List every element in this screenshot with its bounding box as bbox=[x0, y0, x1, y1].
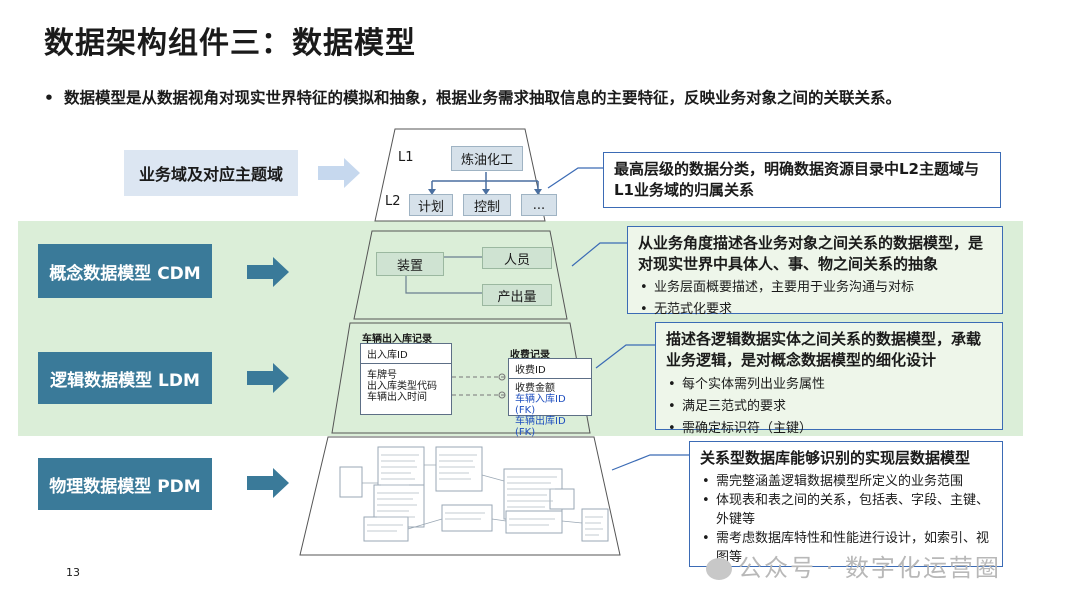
pdm-er-links bbox=[362, 464, 583, 530]
l1-node: 炼油化工 bbox=[451, 146, 523, 171]
desc-cdm-item: 无范式化要求 bbox=[640, 299, 992, 321]
desc-cdm: 从业务角度描述各业务对象之间关系的数据模型，是对现实世界中具体人、事、物之间关系… bbox=[627, 226, 1003, 321]
cdm-link bbox=[405, 275, 482, 294]
ldm-table-1-field: 车辆出入时间 bbox=[367, 392, 427, 403]
l2-node-plan: 计划 bbox=[409, 194, 453, 216]
arrow-right-icon bbox=[318, 158, 360, 188]
desc-pdm-item: 需考虑数据库特性和性能进行设计，如索引、视图等 bbox=[702, 529, 992, 567]
l1-l2-connector bbox=[431, 172, 539, 189]
arrow-right-icon bbox=[247, 468, 289, 498]
desc-cdm-item: 业务层面概要描述，主要用于业务沟通与对标 bbox=[640, 277, 992, 299]
ldm-table-2: 收费ID 收费金额 车辆入库ID (FK) 车辆出库ID (FK) bbox=[508, 358, 592, 438]
ldm-table-2-fk: 车辆入库ID (FK) bbox=[515, 394, 566, 416]
layer-ldm: 逻辑数据模型 LDM bbox=[38, 352, 212, 404]
arrow-right-icon bbox=[247, 257, 289, 287]
subtitle-bullet: • bbox=[44, 89, 54, 107]
watermark-text: 公众号 · 数字化运营圈 bbox=[738, 554, 1001, 582]
desc-pdm-head: 关系型数据库能够识别的实现层数据模型 bbox=[700, 449, 971, 467]
arrow-right-icon bbox=[247, 363, 289, 393]
desc-pdm-item: 体现表和表之间的关系，包括表、字段、主键、外键等 bbox=[702, 491, 992, 529]
ldm-table-1-title: 车辆出入库记录 bbox=[362, 334, 432, 345]
desc-ldm-head: 描述各逻辑数据实体之间关系的数据模型，承载业务逻辑，是对概念数据模型的细化设计 bbox=[666, 330, 982, 369]
arrow-head-icon bbox=[428, 189, 436, 195]
ldm-table-1: 出入库ID 车牌号 出入库类型代码 车辆出入时间 bbox=[360, 343, 452, 415]
desc-ldm-item: 每个实体需列出业务属性 bbox=[668, 374, 992, 396]
relationship-end-icon bbox=[498, 391, 506, 399]
ldm-table-2-pk: 收费ID bbox=[509, 359, 591, 379]
page-title: 数据架构组件三：数据模型 bbox=[44, 26, 416, 61]
ldm-table-2-field: 收费金额 bbox=[515, 383, 555, 394]
page-number: 13 bbox=[66, 566, 80, 579]
ldm-table-1-pk: 出入库ID bbox=[361, 344, 451, 364]
desc-business-domain-head: 最高层级的数据分类，明确数据资源目录中L2主题域与L1业务域的归属关系 bbox=[614, 160, 979, 199]
cdm-node-person: 人员 bbox=[482, 247, 552, 269]
desc-pdm-item: 需完整涵盖逻辑数据模型所定义的业务范围 bbox=[702, 472, 992, 491]
cdm-node-device: 装置 bbox=[376, 252, 444, 276]
layer-business-domain: 业务域及对应主题域 bbox=[124, 150, 298, 196]
watermark: 公众号 · 数字化运营圈 bbox=[706, 548, 1001, 583]
ldm-relationship bbox=[452, 376, 510, 396]
desc-ldm-item: 需确定标识符（主键） bbox=[668, 418, 992, 440]
pdm-er-field-lines bbox=[367, 454, 603, 536]
ldm-table-1-field: 车牌号 bbox=[367, 370, 397, 381]
l2-node-more: ... bbox=[521, 194, 557, 216]
desc-pdm: 关系型数据库能够识别的实现层数据模型 需完整涵盖逻辑数据模型所定义的业务范围 体… bbox=[689, 441, 1003, 567]
desc-ldm-item: 满足三范式的要求 bbox=[668, 396, 992, 418]
subtitle-text: 数据模型是从数据视角对现实世界特征的模拟和抽象，根据业务需求抽取信息的主要特征，… bbox=[64, 89, 902, 107]
l2-node-control: 控制 bbox=[463, 194, 511, 216]
ldm-table-2-fk: 车辆出库ID (FK) bbox=[515, 416, 566, 438]
arrow-head-icon bbox=[482, 189, 490, 195]
relationship-end-icon bbox=[498, 373, 506, 381]
subtitle: • 数据模型是从数据视角对现实世界特征的模拟和抽象，根据业务需求抽取信息的主要特征… bbox=[44, 86, 901, 108]
layer-cdm: 概念数据模型 CDM bbox=[38, 244, 212, 298]
arrow-head-icon bbox=[534, 189, 542, 195]
l1-label: L1 bbox=[398, 150, 414, 165]
layer-pdm: 物理数据模型 PDM bbox=[38, 458, 212, 510]
wechat-icon bbox=[706, 558, 732, 580]
ldm-table-1-field: 出入库类型代码 bbox=[367, 381, 437, 392]
ldm-table-2-title: 收费记录 bbox=[510, 350, 550, 361]
cdm-node-output: 产出量 bbox=[482, 284, 552, 306]
l2-label: L2 bbox=[385, 194, 401, 209]
desc-ldm: 描述各逻辑数据实体之间关系的数据模型，承载业务逻辑，是对概念数据模型的细化设计 … bbox=[655, 322, 1003, 440]
desc-cdm-head: 从业务角度描述各业务对象之间关系的数据模型，是对现实世界中具体人、事、物之间关系… bbox=[638, 234, 984, 273]
desc-business-domain: 最高层级的数据分类，明确数据资源目录中L2主题域与L1业务域的归属关系 bbox=[603, 152, 1001, 208]
